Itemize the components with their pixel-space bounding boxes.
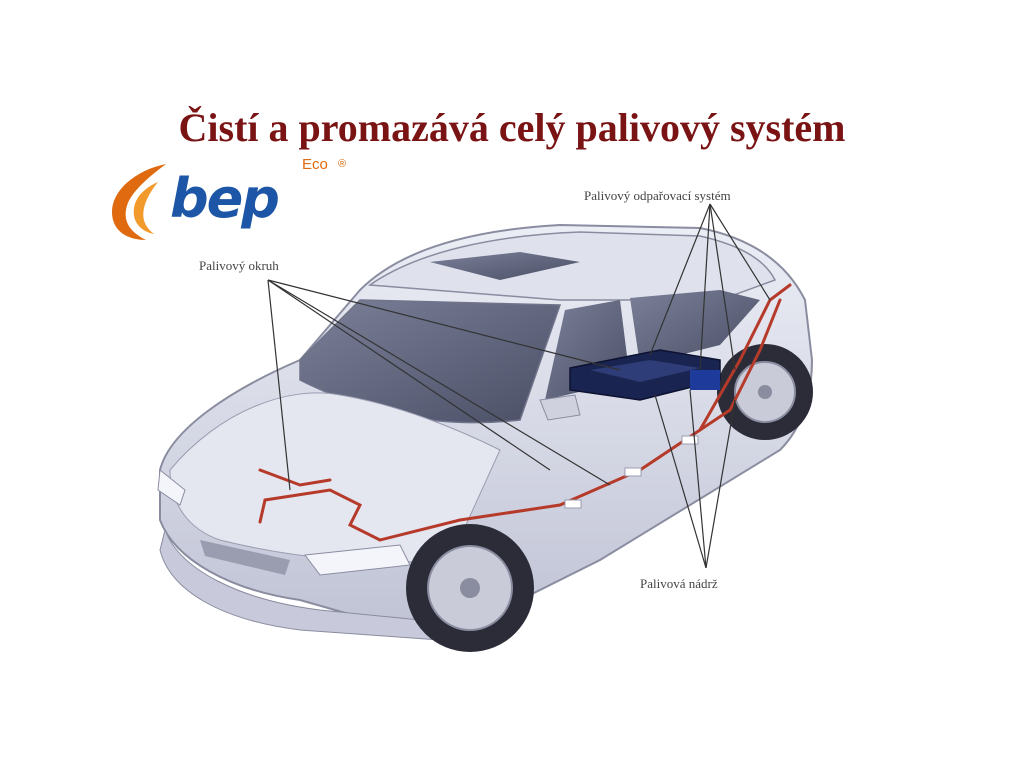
slide-title: Čistí a promazává celý palivový systém: [178, 105, 846, 150]
bep-eco-logo: bep Eco ®: [106, 156, 356, 246]
car-roof: [367, 231, 777, 301]
fuel-line-clips: [564, 435, 699, 509]
label-fuel-circuit: Palivový okruh: [199, 258, 279, 273]
grille: [200, 540, 290, 575]
rear-wheel: [717, 344, 813, 440]
headlight-right: [304, 544, 411, 576]
front-wheel: [406, 524, 534, 652]
logo-brand: bep: [170, 167, 280, 230]
side-window-rear: [630, 290, 760, 365]
label-fuel-tank: Palivová nádrž: [640, 576, 718, 591]
logo-eco: Eco: [302, 156, 328, 173]
label-evap-system: Palivový odpařovací systém: [584, 188, 731, 203]
flame-icon: [112, 164, 166, 240]
callout-lines: [267, 203, 771, 569]
sunroof: [430, 252, 580, 280]
side-mirror: [539, 394, 581, 421]
fuel-tank: [569, 349, 721, 401]
logo-registered: ®: [338, 158, 347, 170]
fuel-lines: [258, 283, 792, 542]
headlight-left: [157, 469, 186, 506]
